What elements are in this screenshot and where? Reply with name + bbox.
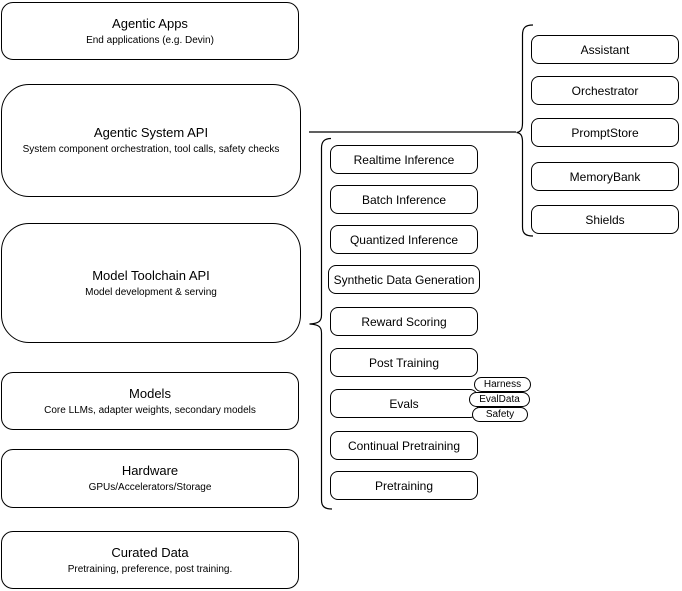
node-batch-inference: Batch Inference bbox=[330, 185, 478, 214]
box-subtitle: System component orchestration, tool cal… bbox=[22, 144, 280, 155]
box-title: Models bbox=[129, 385, 171, 401]
node-evals: Evals bbox=[330, 389, 478, 418]
node-synthetic-data-generation: Synthetic Data Generation bbox=[328, 265, 480, 294]
box-model-toolchain-api: Model Toolchain API Model development & … bbox=[1, 223, 301, 343]
node-continual-pretraining: Continual Pretraining bbox=[330, 431, 478, 460]
box-models: Models Core LLMs, adapter weights, secon… bbox=[1, 372, 299, 430]
node-reward-scoring: Reward Scoring bbox=[330, 307, 478, 336]
toolchain-brace bbox=[309, 137, 333, 510]
box-agentic-apps: Agentic Apps End applications (e.g. Devi… bbox=[1, 2, 299, 60]
box-subtitle: Pretraining, preference, post training. bbox=[67, 563, 233, 575]
node-pretraining: Pretraining bbox=[330, 471, 478, 500]
box-title: Model Toolchain API bbox=[92, 267, 210, 283]
box-title: Agentic System API bbox=[93, 125, 209, 140]
badge-evaldata: EvalData bbox=[469, 392, 530, 407]
box-curated-data: Curated Data Pretraining, preference, po… bbox=[1, 531, 299, 589]
box-title: Hardware bbox=[121, 463, 179, 478]
box-subtitle: End applications (e.g. Devin) bbox=[86, 34, 214, 46]
node-quantized-inference: Quantized Inference bbox=[330, 225, 478, 254]
box-subtitle: GPUs/Accelerators/Storage bbox=[88, 482, 212, 493]
box-title: Curated Data bbox=[111, 544, 189, 560]
badge-safety: Safety bbox=[472, 407, 528, 422]
node-shields: Shields bbox=[531, 205, 679, 234]
box-subtitle: Model development & serving bbox=[85, 286, 217, 298]
node-post-training: Post Training bbox=[330, 348, 478, 377]
box-subtitle: Core LLMs, adapter weights, secondary mo… bbox=[44, 404, 256, 416]
node-orchestrator: Orchestrator bbox=[531, 76, 679, 105]
system-components-brace bbox=[516, 24, 534, 237]
box-agentic-system-api: Agentic System API System component orch… bbox=[1, 84, 301, 197]
box-hardware: Hardware GPUs/Accelerators/Storage bbox=[1, 449, 299, 508]
node-realtime-inference: Realtime Inference bbox=[330, 145, 478, 174]
node-assistant: Assistant bbox=[531, 35, 679, 64]
box-title: Agentic Apps bbox=[112, 15, 188, 31]
node-promptstore: PromptStore bbox=[531, 118, 679, 147]
badge-harness: Harness bbox=[474, 377, 531, 392]
node-memorybank: MemoryBank bbox=[531, 162, 679, 191]
